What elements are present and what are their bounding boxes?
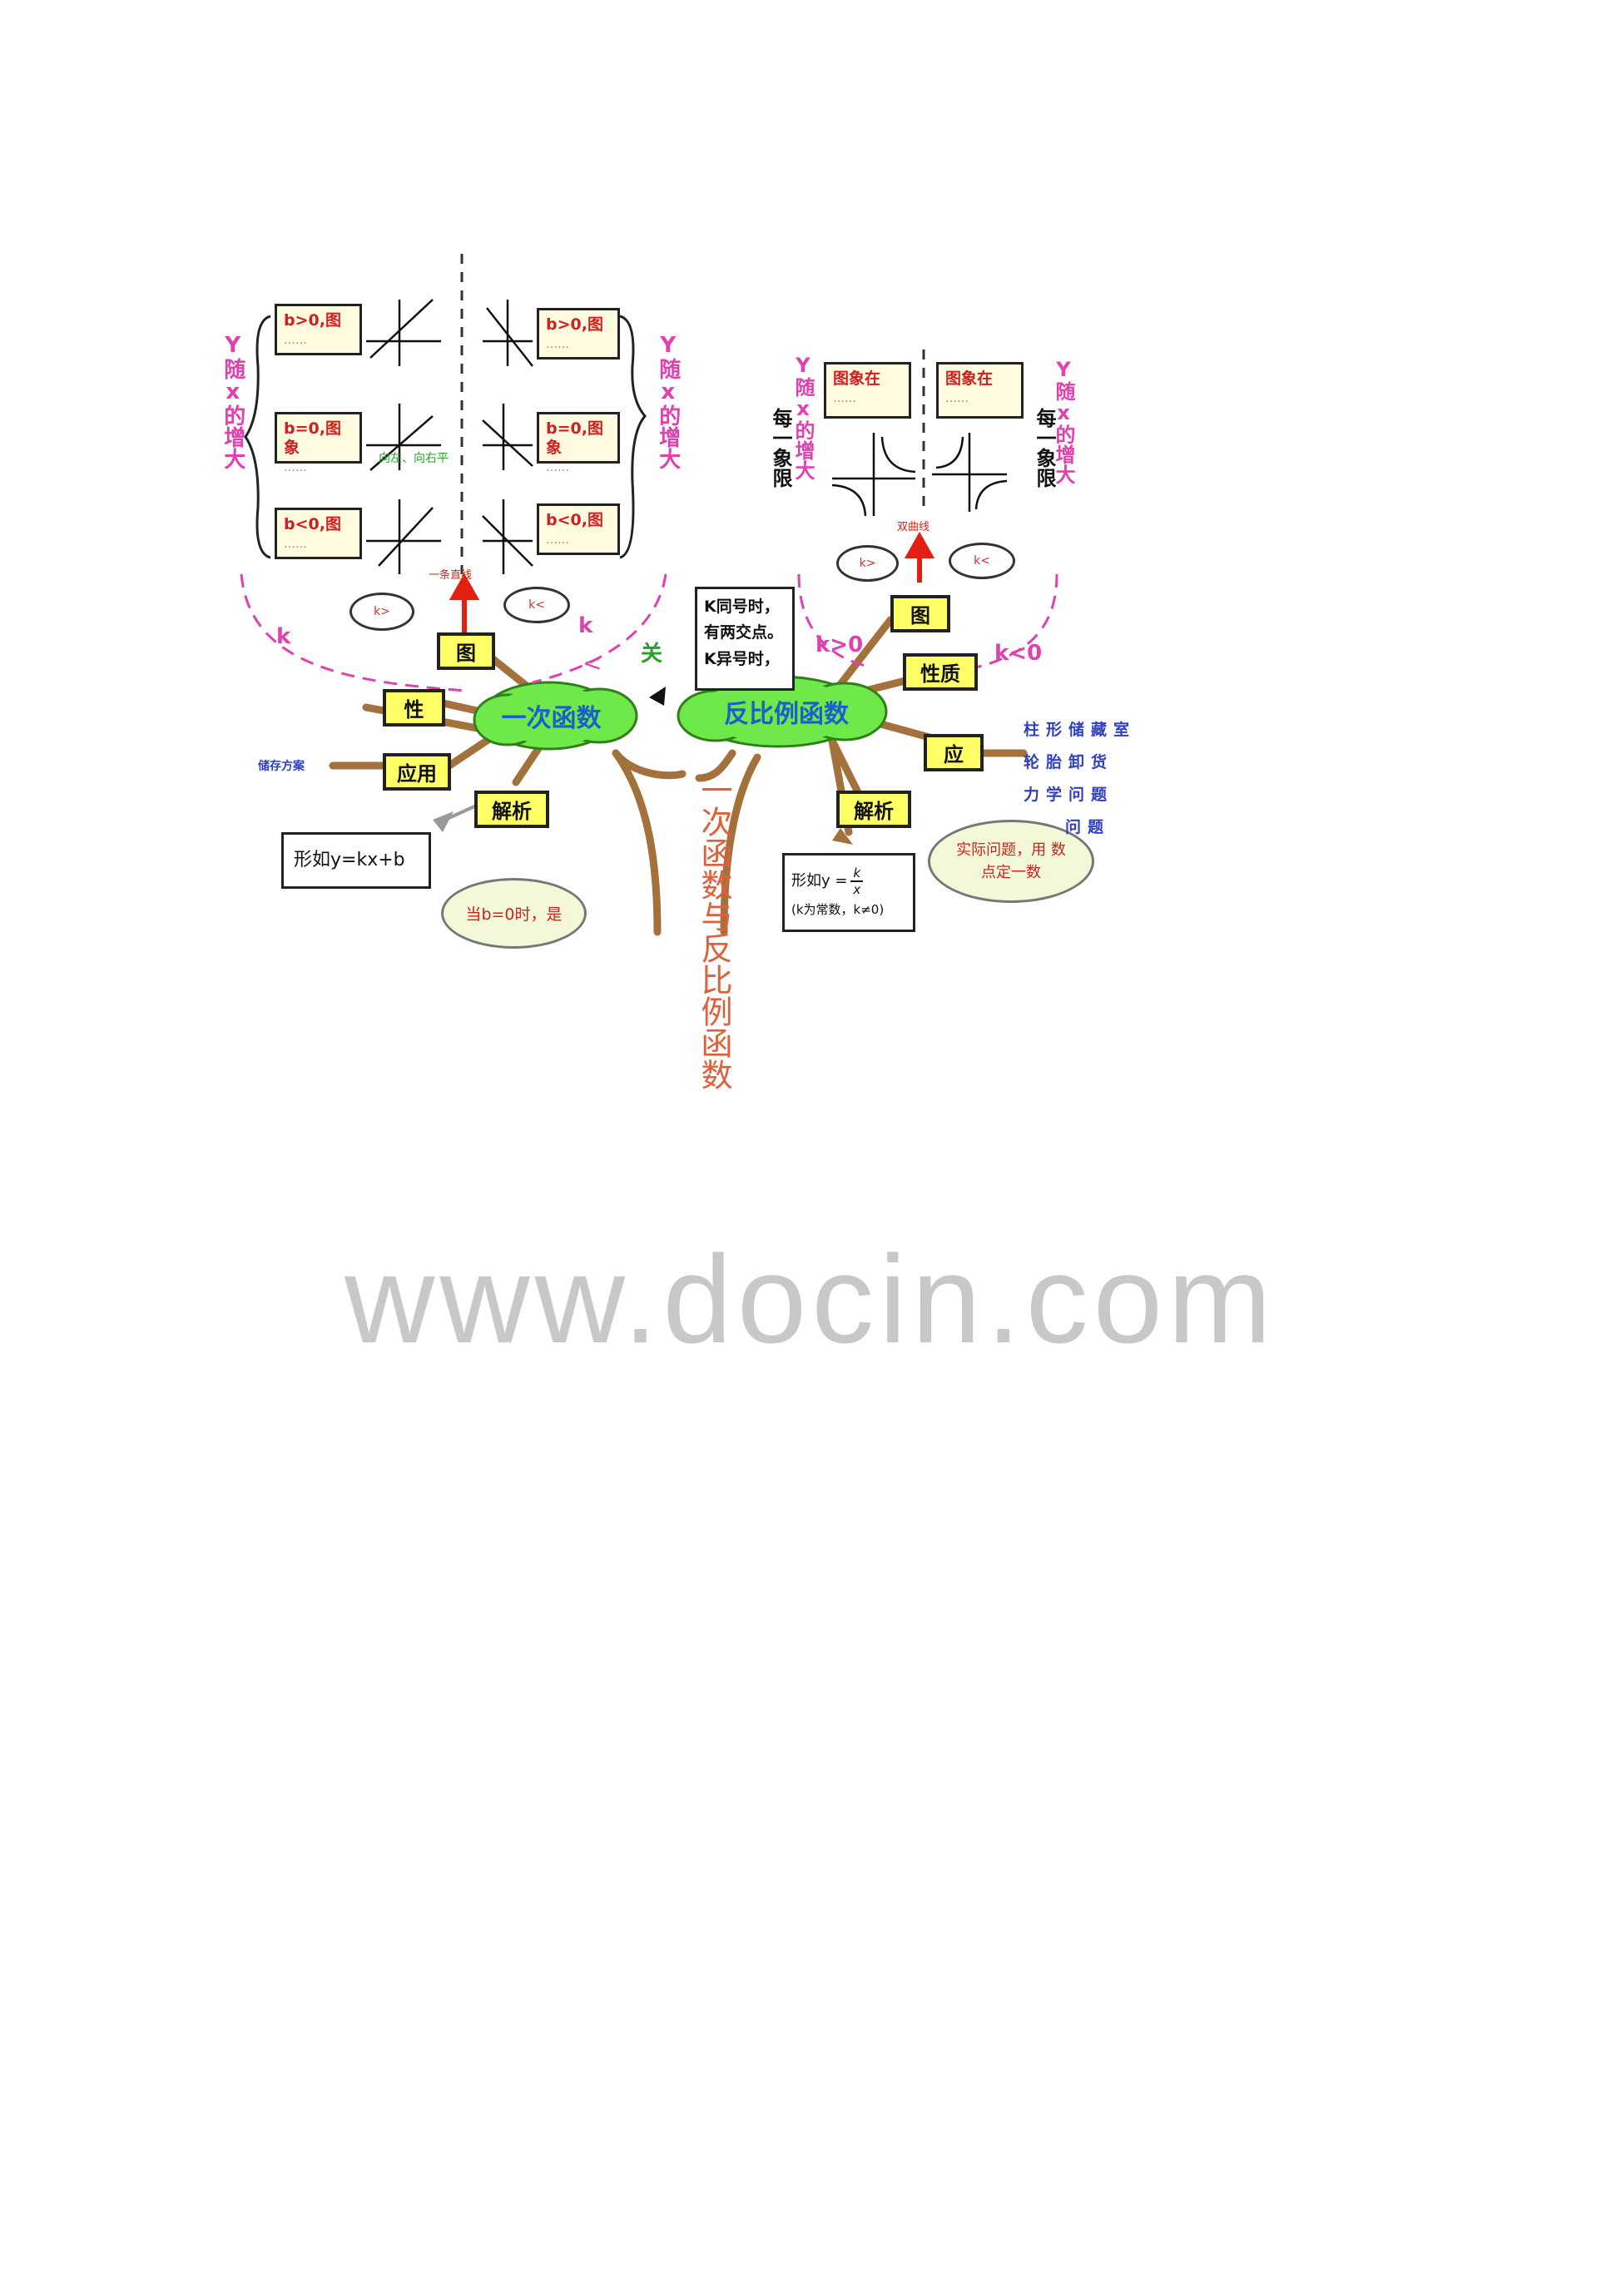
linear-box-b-positive-left: b>0,图……: [275, 304, 362, 355]
linear-oval-k-negative: k<: [503, 587, 570, 623]
relation-label: 关: [641, 642, 663, 667]
relation-box: K同号时， 有两交点。 K异号时，: [695, 587, 795, 691]
inverse-k-negative: k<0: [994, 641, 1043, 666]
linear-y-increase-left: Y随x的增大: [220, 333, 245, 469]
inverse-formula-fraction: k x: [850, 865, 864, 897]
inverse-oval-k-negative: k<: [949, 543, 1015, 579]
linear-cloud: [473, 681, 638, 751]
linear-analytic-label: 解析: [474, 791, 549, 828]
inverse-function-title: 反比例函数: [724, 700, 849, 729]
linear-graph-label: 图: [437, 632, 495, 670]
linear-formula-box: 形如y=kx+b: [281, 832, 431, 889]
linear-box-b-positive-right: b>0,图……: [537, 308, 620, 360]
inverse-property-label: 性质: [903, 653, 978, 691]
linear-application-label: 应用: [383, 753, 451, 791]
inverse-application-label: 应: [924, 734, 984, 771]
linear-function-title: 一次函数: [501, 704, 602, 733]
inverse-graph-label: 图: [890, 595, 950, 632]
inverse-analytic-label: 解析: [836, 791, 911, 828]
linear-box-b-negative-left: b<0,图……: [275, 508, 362, 559]
inverse-middle-note: 双曲线: [897, 521, 930, 533]
braces: [244, 315, 647, 559]
inverse-formula-main: 形如y =: [791, 872, 848, 890]
inverse-each-quadrant-right: 每一象限: [1033, 408, 1056, 488]
linear-box-b-zero-right: b=0,图象……: [537, 412, 620, 474]
linear-oval-k-positive: k>: [349, 593, 414, 631]
linear-application-note: 储存方案: [258, 760, 305, 773]
linear-property-label: 性: [383, 689, 445, 726]
central-title-vertical: 一次函数与反比例函数: [696, 774, 732, 1090]
pink-dashed-arrows: [240, 573, 1058, 692]
inverse-application-list: 柱形储藏室 轮胎卸货 力学问题 问题: [1024, 721, 1137, 836]
linear-green-note: 向左、向右平: [379, 452, 449, 465]
linear-lt-symbol: <: [582, 649, 602, 677]
inverse-formula-box: 形如y = k x (k为常数，k≠0): [782, 853, 915, 932]
inverse-cloud: [677, 675, 888, 748]
divider-lines: [460, 254, 925, 574]
red-arrows: [449, 531, 935, 632]
linear-bubble: 当b=0时，是: [441, 878, 587, 949]
inverse-mini-graphs: [831, 433, 1008, 517]
inverse-y-increase-right: Y随x的增大: [1052, 358, 1075, 484]
inverse-k-positive: k>0: [815, 632, 864, 657]
inverse-each-quadrant-left: 每一象限: [769, 408, 792, 488]
linear-box-b-negative-right: b<0,图……: [537, 503, 620, 555]
inverse-box-left: 图象在……: [824, 362, 911, 419]
inverse-bubble: 实际问题，用 数点定一数: [928, 820, 1094, 903]
linear-k-left: k: [276, 624, 291, 649]
linear-mini-graphs: [366, 299, 533, 574]
watermark-text: www.docin.com: [344, 1229, 1277, 1369]
inverse-oval-k-positive: k>: [836, 545, 899, 582]
linear-box-b-zero-left: b=0,图象……: [275, 412, 362, 474]
pointer-arrows: [433, 687, 853, 845]
inverse-box-right: 图象在……: [936, 362, 1024, 419]
linear-y-increase-right: Y随x的增大: [655, 333, 681, 469]
inverse-y-increase-left: Y随x的增大: [791, 354, 815, 480]
inverse-formula-note: (k为常数，k≠0): [791, 902, 885, 917]
linear-k-right: k: [578, 613, 593, 638]
linear-middle-note: 一条直线: [429, 569, 473, 582]
